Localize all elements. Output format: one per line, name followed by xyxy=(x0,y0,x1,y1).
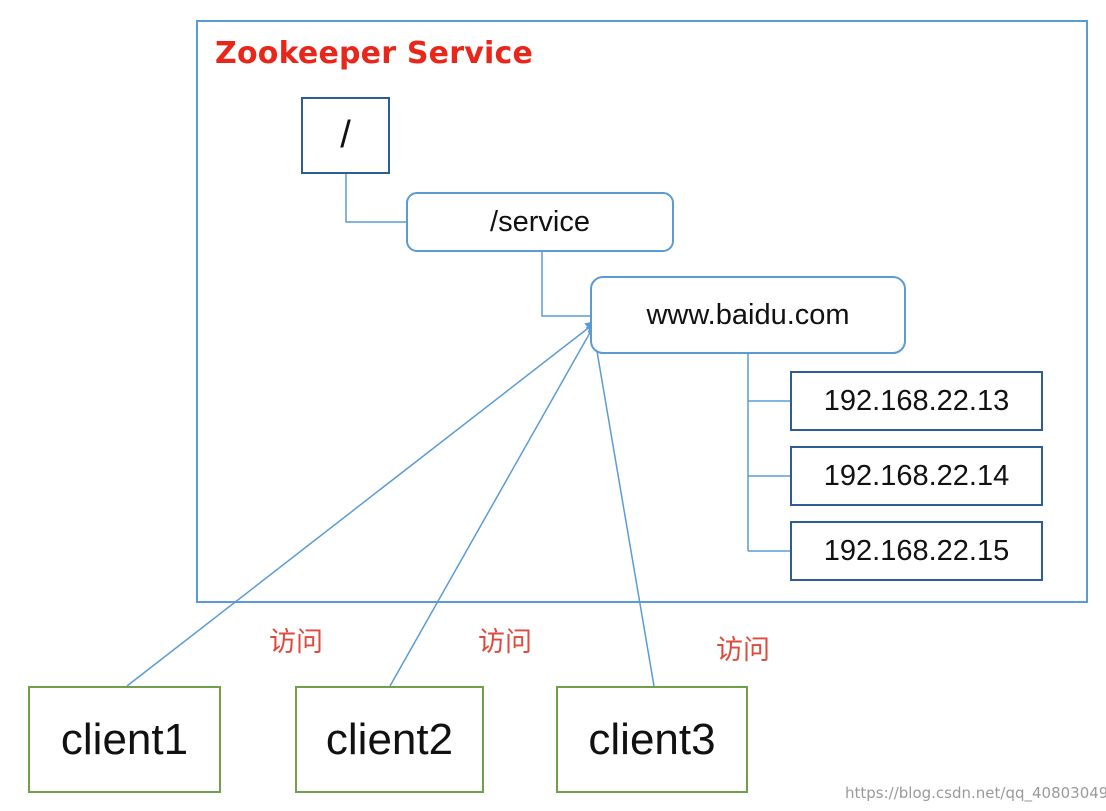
zookeeper-service-frame xyxy=(196,20,1088,603)
root-znode: / xyxy=(301,97,390,174)
service-to-host-connector xyxy=(541,252,590,317)
client2-access-arrow xyxy=(389,320,597,687)
client-node-1: client1 xyxy=(28,686,221,793)
ip-node-1: 192.168.22.13 xyxy=(790,371,1043,431)
access-label-2: 访问 xyxy=(478,627,532,658)
client-node-3: client3 xyxy=(556,686,748,793)
host-znode: www.baidu.com xyxy=(590,276,906,354)
root-to-service-connector xyxy=(345,174,406,223)
client1-access-arrow xyxy=(126,320,598,687)
ip-node-3: 192.168.22.15 xyxy=(790,521,1043,581)
ip-node-2: 192.168.22.14 xyxy=(790,446,1043,506)
access-label-3: 访问 xyxy=(716,635,770,666)
service-title: Zookeeper Service xyxy=(215,36,533,71)
access-label-1: 访问 xyxy=(269,627,323,658)
service-znode: /service xyxy=(406,192,674,252)
watermark-text: https://blog.csdn.net/qq_40803049 xyxy=(845,784,1106,802)
client3-access-arrow xyxy=(587,320,655,687)
client-node-2: client2 xyxy=(295,686,484,793)
